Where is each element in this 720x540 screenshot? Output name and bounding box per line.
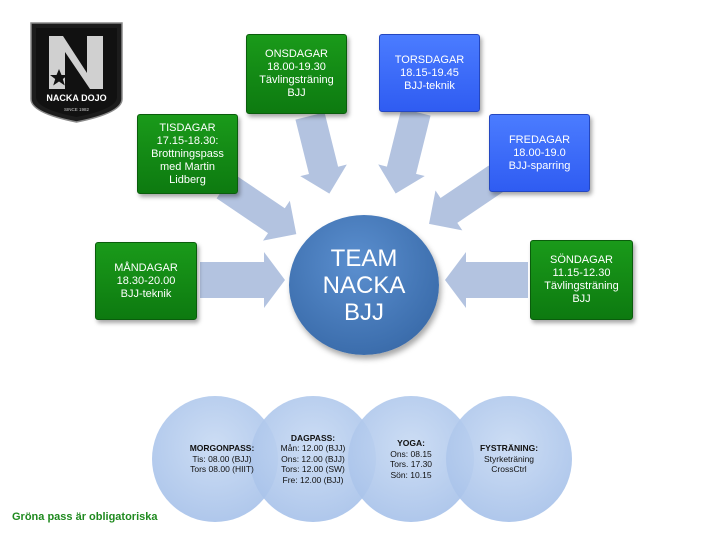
box-tisdag-line: Brottningspass — [151, 147, 224, 160]
box-onsdag-line: 18.00-19.30 — [267, 61, 326, 73]
center-team-nacka-bjj: TEAM NACKA BJJ — [289, 215, 439, 355]
box-tisdag-line: 17.15-18.30: — [156, 134, 219, 147]
box-tisdag-line: med Martin — [159, 160, 216, 173]
box-onsdag: ONSDAGAR 18.00-19.30 Tävlingsträning BJJ — [246, 34, 347, 114]
box-sondag-line: 11.15-12.30 — [552, 267, 611, 279]
box-tisdag-line: Lidberg — [169, 173, 206, 186]
circle-yoga-line: Sön: 10.15 — [390, 469, 432, 480]
circle-dagpass-heading: DAGPASS — [290, 432, 333, 443]
circle-fystraning — [446, 396, 572, 522]
circle-yoga-line: Tors. 17.30 — [389, 459, 433, 469]
box-mandag-line: MÅNDAGAR — [114, 261, 178, 274]
circle-fystraning-line: CrossCtrl — [491, 464, 527, 475]
circle-dagpass-line: Ons: 12.00 (BJJ) — [281, 453, 345, 464]
circle-dagpass-line: Mån: 12.00 (BJJ) — [280, 443, 346, 454]
box-onsdag-line: BJJ — [287, 87, 306, 99]
circle-morgonpass-line: Tors 08.00 (HIIT) — [190, 464, 254, 475]
circle-dagpass-line: Fre: 12.00 (BJJ) — [282, 474, 344, 485]
box-mandag-line: 18.30-20.00 — [116, 274, 176, 287]
circle-dagpass-line: Tors: 12.00 (SW) — [281, 464, 345, 475]
center-line: TEAM — [330, 244, 398, 272]
box-torsdag-line: 18.15-19.45 — [400, 66, 459, 79]
box-fredag-line: 18.00-19.0 — [513, 146, 566, 159]
arrow-from-mandag — [200, 252, 285, 308]
box-tisdag: TISDAGAR 17.15-18.30: Brottningspass med… — [137, 114, 238, 194]
logo-since: SINCE 1982 — [64, 107, 90, 112]
center-line: NACKA — [322, 271, 406, 299]
nacka-dojo-logo: NACKA DOJO SINCE 1982 — [30, 22, 123, 123]
circle-fystraning-heading: FYSTRÄNING — [479, 443, 536, 454]
box-fredag: FREDAGAR 18.00-19.0 BJJ-sparring — [489, 114, 590, 192]
box-sondag-line: BJJ — [572, 293, 591, 305]
box-torsdag: TORSDAGAR 18.15-19.45 BJJ-teknik — [379, 34, 480, 112]
box-torsdag-line: TORSDAGAR — [394, 53, 465, 66]
footnote-mandatory: Gröna pass är obligatoriska — [12, 511, 158, 523]
box-torsdag-line: BJJ-teknik — [404, 79, 455, 92]
circle-yoga-line: Ons: 08.15 — [390, 448, 432, 459]
box-mandag: MÅNDAGAR 18.30-20.00 BJJ-teknik — [95, 242, 197, 320]
arrow-from-torsdag — [378, 108, 431, 194]
box-fredag-line: FREDAGAR — [508, 133, 571, 146]
box-onsdag-line: Tävlingsträning — [259, 74, 334, 86]
box-sondag-line: Tävlingsträning — [544, 280, 619, 292]
box-sondag-line: SÖNDAGAR — [550, 254, 613, 266]
circle-dagpass-text: DAGPASS: Mån: 12.00 (BJJ) Ons: 12.00 (BJ… — [280, 432, 346, 485]
circle-morgonpass-text: MORGONPASS: Tis: 08.00 (BJJ) Tors 08.00 … — [189, 443, 255, 475]
box-fredag-line: BJJ-sparring — [508, 159, 571, 172]
arrow-from-sondag — [445, 252, 528, 308]
box-onsdag-line: ONSDAGAR — [265, 48, 328, 60]
box-tisdag-line: TISDAGAR — [159, 121, 216, 134]
circle-yoga-text: YOGA: Ons: 08.15 Tors. 17.30 Sön: 10.15 — [389, 438, 433, 480]
circle-yoga-heading: YOGA — [397, 438, 423, 448]
arrow-from-fredag — [429, 165, 506, 231]
box-mandag-line: BJJ-teknik — [120, 287, 172, 300]
circle-fystraning-text: FYSTRÄNING: Styrketräning CrossCtrl — [479, 443, 539, 475]
center-line: BJJ — [343, 298, 384, 326]
circle-morgonpass-line: Tis: 08.00 (BJJ) — [192, 453, 252, 464]
logo-name: NACKA DOJO — [46, 93, 106, 103]
box-sondag: SÖNDAGAR 11.15-12.30 Tävlingsträning BJJ — [530, 240, 633, 320]
circle-fystraning-line: Styrketräning — [483, 453, 535, 464]
arrow-from-onsdag — [295, 112, 347, 194]
circle-morgonpass-heading: MORGONPASS — [189, 443, 252, 454]
